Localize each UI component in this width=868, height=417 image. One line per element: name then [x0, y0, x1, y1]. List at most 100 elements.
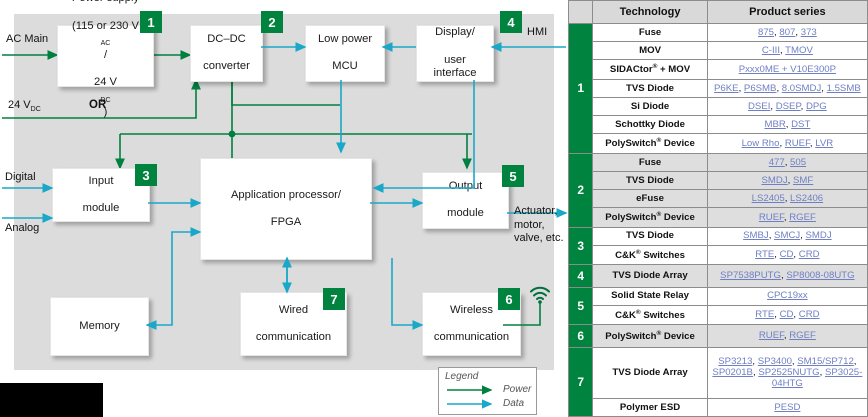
product-link[interactable]: P6KE — [714, 82, 739, 94]
product-link[interactable]: DSEI — [747, 100, 771, 112]
product-link[interactable]: 505 — [790, 156, 807, 168]
product-series-cell: MBR, DST — [706, 114, 868, 134]
product-link[interactable]: LVR — [815, 137, 834, 149]
product-link[interactable]: DST — [791, 118, 811, 130]
technology-cell: PolySwitch® Device — [592, 206, 708, 228]
technology-cell: PolySwitch® Device — [592, 132, 708, 154]
product-link[interactable]: SMF — [792, 174, 814, 186]
io-label-ac-main: AC Main — [6, 33, 49, 45]
product-link[interactable]: PESD — [774, 401, 801, 413]
badge-2: 2 — [261, 11, 283, 33]
product-link[interactable]: LS2405 — [751, 192, 785, 204]
product-link[interactable]: SP7538PUTG — [720, 270, 781, 282]
group-number-4: 4 — [567, 264, 594, 288]
block-diagram: Power supply (115 or 230 VAC/ 24 VDC) 1 … — [0, 0, 568, 417]
product-link[interactable]: DPG — [805, 100, 827, 112]
product-link[interactable]: LS2406 — [790, 192, 824, 204]
group-number-2: 2 — [567, 152, 594, 228]
black-bar — [0, 383, 103, 417]
block-application-processor[interactable]: Application processor/FPGA — [200, 158, 372, 260]
product-link[interactable]: SP0201B — [712, 367, 753, 379]
product-link[interactable]: CRD — [798, 249, 820, 261]
display-label: Display/user interface — [433, 26, 477, 80]
product-link[interactable]: CD — [779, 309, 794, 321]
block-power-supply[interactable]: Power supply (115 or 230 VAC/ 24 VDC) — [57, 0, 154, 118]
technology-cell: PolySwitch® Device — [592, 324, 708, 348]
product-series-cell: 875, 807, 373 — [706, 22, 868, 43]
product-link[interactable]: CRD — [798, 309, 820, 321]
product-series-cell: CPC19xx — [706, 286, 868, 306]
product-link[interactable]: C-III — [761, 44, 780, 56]
product-link[interactable]: SM15/SP712 — [797, 355, 854, 367]
product-series-cell: SP7538PUTG, SP8008-08UTG — [706, 264, 868, 288]
product-link[interactable]: 875 — [758, 26, 775, 38]
product-link[interactable]: SMDJ — [761, 174, 788, 186]
data-wire-layer — [2, 42, 568, 330]
product-link[interactable]: 1.5SMB — [826, 82, 861, 94]
technology-cell: Fuse — [592, 22, 708, 43]
technology-cell: eFuse — [592, 188, 708, 208]
product-link[interactable]: SP2525NUTG — [758, 367, 820, 379]
io-label-24vdc: 24 VDC — [8, 99, 41, 114]
product-link[interactable]: SP8008-08UTG — [786, 270, 855, 282]
product-series-cell: SMBJ, SMCJ, SMDJ — [706, 226, 868, 246]
product-link[interactable]: CPC19xx — [767, 290, 808, 302]
product-link[interactable]: CD — [779, 249, 794, 261]
product-link[interactable]: SMCJ — [774, 230, 801, 242]
badge-6: 6 — [498, 288, 520, 310]
product-link[interactable]: DSEP — [775, 100, 801, 112]
product-link[interactable]: 373 — [800, 26, 817, 38]
product-link[interactable]: RTE — [755, 249, 775, 261]
product-series-cell: LS2405, LS2406 — [706, 188, 868, 208]
product-link[interactable]: RGEF — [789, 211, 816, 223]
product-link[interactable]: MBR — [764, 118, 786, 130]
product-link[interactable]: RUEF — [784, 137, 810, 149]
product-series-cell: SMDJ, SMF — [706, 170, 868, 190]
product-link[interactable]: SP3400 — [757, 355, 792, 367]
product-link[interactable]: 477 — [768, 156, 785, 168]
product-link[interactable]: RUEF — [758, 211, 784, 223]
product-series-cell: Low Rho, RUEF, LVR — [706, 132, 868, 154]
product-link[interactable]: SP3025-04HTG — [771, 367, 863, 390]
product-link[interactable]: Low Rho — [741, 137, 780, 149]
product-series-cell: 477, 505 — [706, 152, 868, 172]
product-link[interactable]: RUEF — [758, 330, 784, 342]
header-corner — [567, 0, 594, 24]
product-link[interactable]: Pxxx0ME + V10E300P — [738, 63, 837, 75]
badge-5: 5 — [502, 165, 524, 187]
product-series-cell: PESD — [706, 397, 868, 417]
product-link[interactable]: RGEF — [789, 330, 816, 342]
product-link[interactable]: SMBJ — [743, 230, 769, 242]
product-link[interactable]: 807 — [779, 26, 796, 38]
group-number-3: 3 — [567, 226, 594, 266]
technology-cell: C&K® Switches — [592, 304, 708, 326]
product-link[interactable]: TMOV — [785, 44, 813, 56]
table-row: Polymer ESD PESD — [568, 397, 868, 417]
product-series-cell: DSEI, DSEP, DPG — [706, 96, 868, 116]
technology-cell: Polymer ESD — [592, 397, 708, 417]
badge-1: 1 — [140, 11, 162, 33]
product-link[interactable]: SMDJ — [805, 230, 832, 242]
block-display-user-interface[interactable]: Display/user interface — [416, 25, 494, 82]
product-link[interactable]: P6SMB — [743, 82, 777, 94]
product-link[interactable]: 8.0SMDJ — [781, 82, 822, 94]
product-link[interactable]: RTE — [755, 309, 775, 321]
legend-arrows — [447, 385, 493, 409]
group-number-6: 6 — [567, 324, 594, 348]
io-label-digital: Digital — [5, 171, 36, 183]
product-series-cell: C-III, TMOV — [706, 41, 868, 61]
product-link[interactable]: SP3213 — [718, 355, 753, 367]
